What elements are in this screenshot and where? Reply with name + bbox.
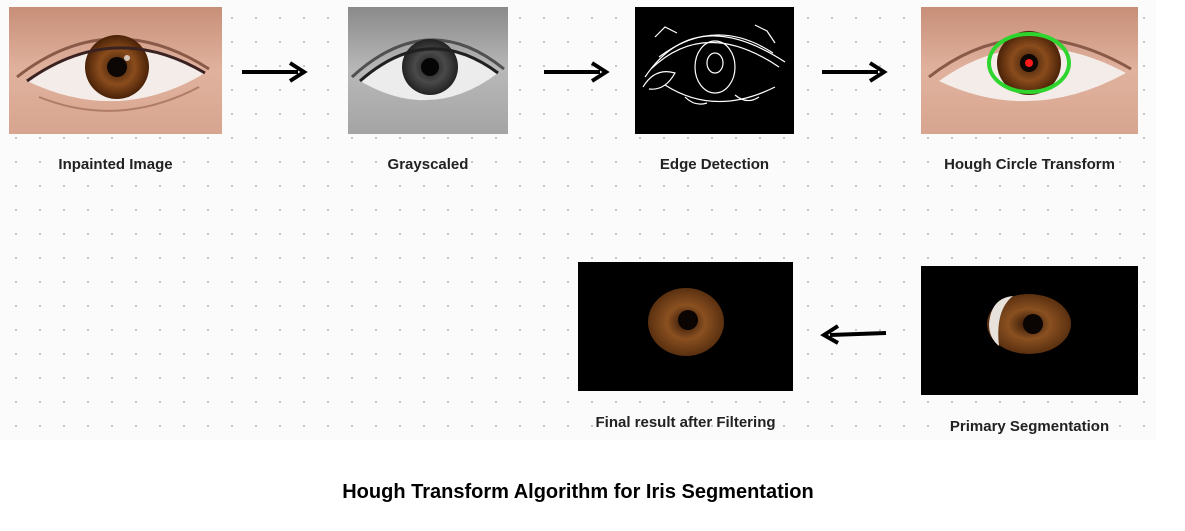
edge-detection-image	[635, 7, 794, 134]
right-arrow-icon	[242, 61, 308, 83]
primary-segmentation-image	[921, 266, 1138, 395]
step-label-final-result: Final result after Filtering	[595, 414, 776, 431]
grayscaled-eye-image	[348, 7, 508, 134]
step-label-grayscaled: Grayscaled	[387, 156, 469, 173]
final-result-image	[578, 262, 793, 391]
step-label-hough: Hough Circle Transform	[944, 156, 1115, 173]
flowchart-canvas: Inpainted Image Grayscaled	[0, 0, 1156, 440]
step-label-inpainted: Inpainted Image	[58, 156, 173, 173]
step-label-edge: Edge Detection	[659, 156, 770, 173]
right-arrow-icon	[544, 61, 610, 83]
right-arrow-icon	[822, 61, 888, 83]
hough-circle-image	[921, 7, 1138, 134]
step-label-primary-segmentation: Primary Segmentation	[949, 418, 1110, 435]
inpainted-eye-image	[9, 7, 222, 134]
left-arrow-icon	[820, 324, 887, 345]
figure-caption: Hough Transform Algorithm for Iris Segme…	[342, 481, 814, 503]
